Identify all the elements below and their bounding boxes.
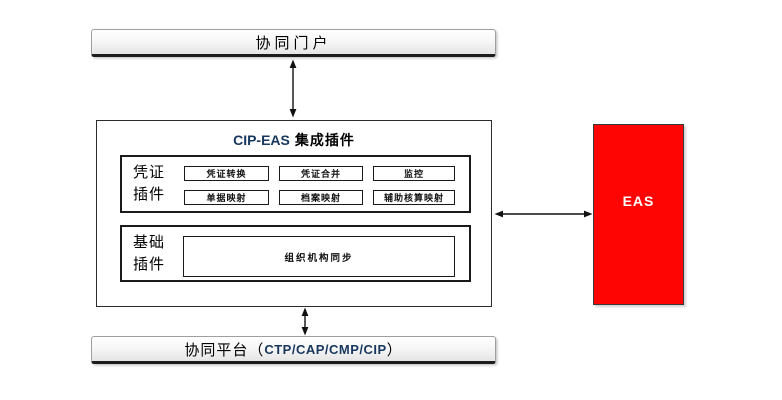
voucher-plugin-section: 凭证 插件 凭证转换 凭证合并 监控 单据映射 档案映射 辅助核算映射 bbox=[120, 155, 471, 213]
plugin-title-cjk: 集成插件 bbox=[294, 132, 355, 148]
voucher-item-archive-mapping: 档案映射 bbox=[279, 190, 363, 205]
plugin-title-latin: CIP-EAS bbox=[233, 132, 290, 148]
base-label-line2: 插件 bbox=[133, 255, 166, 273]
base-plugin-section: 基础 插件 组织机构同步 bbox=[120, 225, 471, 282]
eas-box: EAS bbox=[593, 124, 684, 305]
voucher-section-label: 凭证 插件 bbox=[133, 162, 165, 206]
base-section-label: 基础 插件 bbox=[133, 232, 165, 276]
org-sync-box: 组织机构同步 bbox=[183, 236, 455, 277]
portal-label: 协同门户 bbox=[255, 34, 332, 52]
voucher-item-aux-mapping: 辅助核算映射 bbox=[373, 190, 455, 205]
voucher-label-line1: 凭证 bbox=[133, 164, 166, 181]
voucher-item-merge: 凭证合并 bbox=[279, 166, 363, 181]
arrow-plugin-platform-icon bbox=[301, 307, 309, 336]
platform-label-suffix: ） bbox=[386, 341, 403, 359]
platform-label-prefix: 协同平台（ bbox=[184, 341, 265, 359]
arrow-plugin-eas-icon bbox=[494, 210, 593, 218]
voucher-item-monitor: 监控 bbox=[373, 166, 455, 181]
voucher-label-line2: 插件 bbox=[133, 186, 166, 203]
voucher-item-doc-mapping: 单据映射 bbox=[184, 190, 269, 205]
arrow-portal-plugin-icon bbox=[289, 59, 297, 118]
base-label-line1: 基础 bbox=[133, 233, 166, 251]
eas-label: EAS bbox=[622, 192, 655, 209]
platform-box: 协同平台（CTP/CAP/CMP/CIP） bbox=[91, 336, 496, 364]
voucher-item-convert: 凭证转换 bbox=[184, 166, 269, 181]
platform-label-latin: CTP/CAP/CMP/CIP bbox=[264, 341, 387, 357]
portal-box: 协同门户 bbox=[91, 29, 496, 57]
